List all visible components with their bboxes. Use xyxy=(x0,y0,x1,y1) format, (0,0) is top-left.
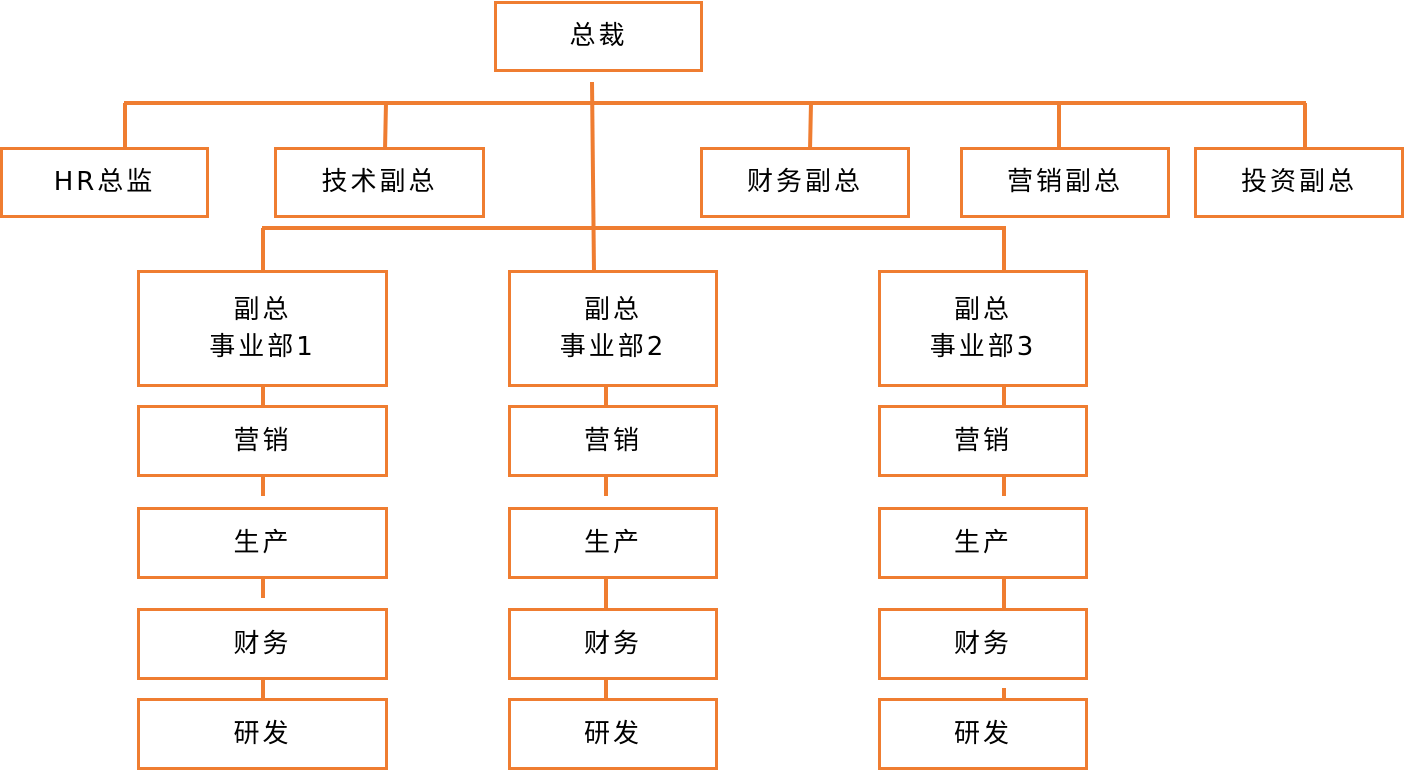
division-1-head-line1: 副总 xyxy=(233,295,292,326)
exec-tech-box: 技术副总 xyxy=(274,147,485,218)
division-2-dept-production: 生产 xyxy=(508,507,718,579)
division-2-dept-rnd: 研发 xyxy=(508,698,718,770)
exec-hr-label: HR总监 xyxy=(53,167,156,198)
division-1-dept-rnd: 研发 xyxy=(137,698,388,770)
division-1-dept-marketing: 营销 xyxy=(137,405,388,477)
dept-label: 营销 xyxy=(953,425,1012,456)
connector-exec-tech xyxy=(383,102,388,151)
dept-label: 生产 xyxy=(233,527,292,558)
division-3-head-box: 副总 事业部3 xyxy=(878,270,1088,387)
division-3-dept-rnd: 研发 xyxy=(878,698,1088,770)
division-2-head-line1: 副总 xyxy=(583,295,642,326)
dept-label: 研发 xyxy=(583,718,642,749)
connector-exec-finance xyxy=(808,102,813,151)
dept-label: 财务 xyxy=(233,628,292,659)
president-label: 总裁 xyxy=(569,21,628,52)
dept-label: 营销 xyxy=(583,425,642,456)
division-2-head-line2: 事业部2 xyxy=(559,331,667,362)
dept-label: 研发 xyxy=(953,718,1012,749)
dept-label: 营销 xyxy=(233,425,292,456)
division-2-dept-marketing: 营销 xyxy=(508,405,718,477)
division-2-head-box: 副总 事业部2 xyxy=(508,270,718,387)
division-2-dept-finance: 财务 xyxy=(508,608,718,680)
division-1-dept-production: 生产 xyxy=(137,507,388,579)
division-3-head-line1: 副总 xyxy=(953,295,1012,326)
exec-hr-box: HR总监 xyxy=(0,147,209,218)
exec-marketing-label: 营销副总 xyxy=(1006,167,1123,198)
connector-president-trunk xyxy=(590,81,596,273)
president-box: 总裁 xyxy=(494,1,703,72)
division-3-dept-marketing: 营销 xyxy=(878,405,1088,477)
exec-marketing-box: 营销副总 xyxy=(960,147,1170,218)
division-1-dept-finance: 财务 xyxy=(137,608,388,680)
division-3-head-line2: 事业部3 xyxy=(929,331,1037,362)
exec-investment-box: 投资副总 xyxy=(1194,147,1404,218)
dept-label: 研发 xyxy=(233,718,292,749)
exec-finance-box: 财务副总 xyxy=(700,147,910,218)
exec-tech-label: 技术副总 xyxy=(321,167,438,198)
dept-label: 生产 xyxy=(583,527,642,558)
exec-finance-label: 财务副总 xyxy=(746,167,863,198)
division-1-head-box: 副总 事业部1 xyxy=(137,270,388,387)
division-3-dept-finance: 财务 xyxy=(878,608,1088,680)
dept-label: 财务 xyxy=(953,628,1012,659)
dept-label: 财务 xyxy=(583,628,642,659)
division-1-head-line2: 事业部1 xyxy=(209,331,316,362)
exec-investment-label: 投资副总 xyxy=(1240,167,1357,198)
division-3-dept-production: 生产 xyxy=(878,507,1088,579)
dept-label: 生产 xyxy=(953,527,1012,558)
